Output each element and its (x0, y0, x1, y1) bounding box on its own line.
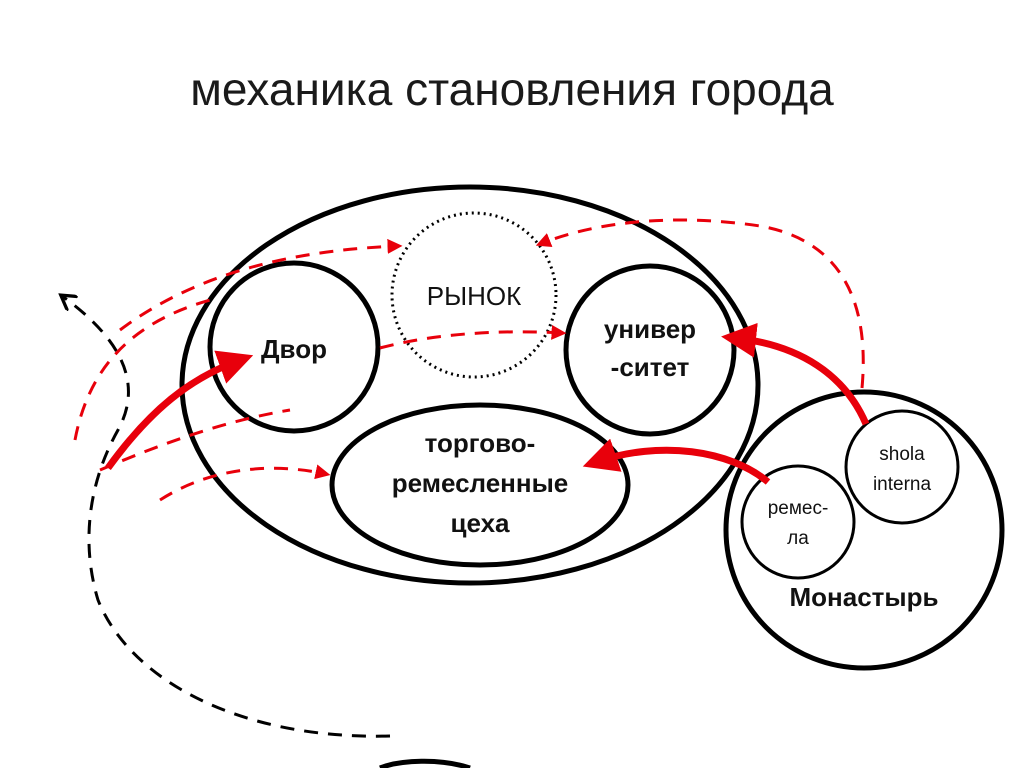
red-dashed-monastery-to-market (535, 218, 865, 389)
crafts-label-line2: ла (787, 528, 809, 549)
red-arrow-shola-to-university (721, 322, 870, 426)
market-circle (390, 211, 558, 379)
guilds-label-line1: торгово- (425, 428, 536, 458)
university-label-line1: универ (604, 314, 696, 344)
court-circle (207, 260, 381, 434)
red-arrow-crafts-to-guilds (582, 438, 771, 485)
guilds-ellipse (329, 402, 631, 568)
partial-circle-bottom (379, 758, 471, 768)
shola-interna-circle (844, 409, 960, 525)
red-dashed-left-curve (73, 298, 211, 441)
red-dashed-to-market-left (119, 238, 403, 332)
crafts-label-line1: ремес- (768, 498, 829, 519)
red-dashed-to-guilds-lower (159, 464, 331, 502)
university-circle (563, 263, 737, 437)
monastery-label: Монастырь (790, 582, 939, 612)
black-dashed-loop-arrow (62, 296, 391, 738)
red-arrow-to-court (105, 350, 254, 471)
red-dashed-to-guilds-upper (99, 408, 291, 472)
shola-label-line1: shola (879, 444, 925, 465)
shola-label-line2: interna (873, 474, 932, 495)
city-boundary-ellipse (179, 184, 761, 586)
crafts-circle (740, 464, 856, 580)
guilds-label-line3: цеха (450, 508, 510, 538)
market-label: РЫНОК (427, 281, 522, 311)
guilds-label-line2: ремесленные (392, 468, 569, 498)
university-label-line2: -ситет (611, 352, 690, 382)
page-title: механика становления города (190, 63, 834, 115)
court-label: Двор (261, 334, 327, 364)
